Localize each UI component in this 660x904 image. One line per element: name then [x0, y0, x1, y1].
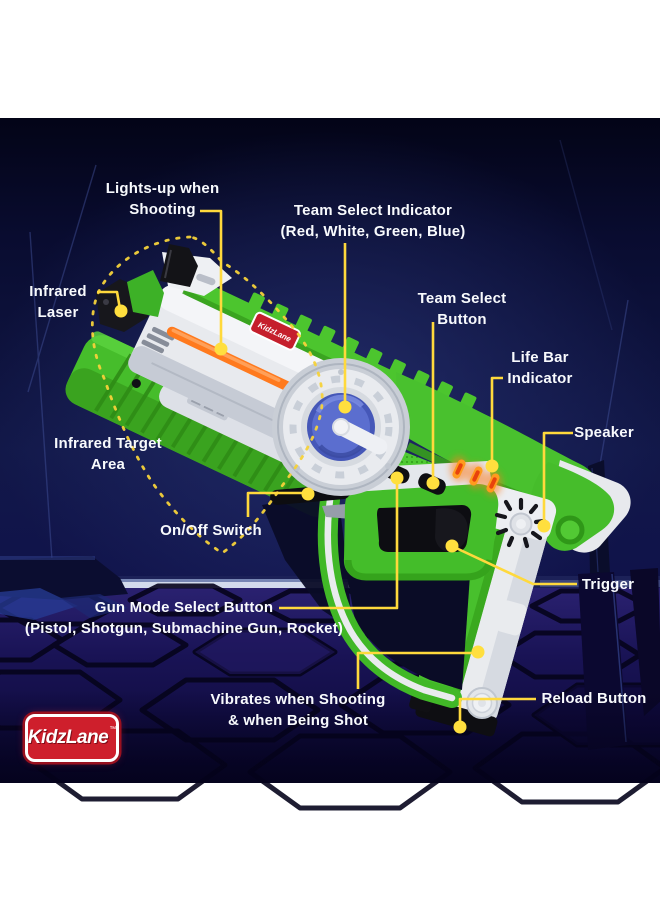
callout-label-line: Team Select Indicator — [293, 202, 453, 219]
callout-label-line: Lights-up when — [105, 180, 220, 197]
callout-infrared-target-area: Infrared Target Area — [24, 433, 192, 475]
light-beam-lines — [27, 139, 629, 561]
leader-lights-up — [200, 209, 223, 347]
rear-bumper — [530, 462, 615, 551]
callout-label-line: Speaker — [574, 424, 634, 441]
trigger-guard — [343, 484, 499, 581]
leader-speaker — [542, 431, 573, 523]
callout-label-line: (Pistol, Shotgun, Submachine Gun, Rocket… — [24, 620, 344, 637]
leader-infrared-laser — [97, 290, 122, 310]
infrared-target-area-outline — [90, 235, 324, 555]
callout-label-line: Shooting — [129, 201, 196, 218]
callout-label-line: Reload Button — [541, 690, 647, 707]
callout-label-line: & when Being Shot — [227, 712, 369, 729]
muzzle-vents — [141, 326, 175, 354]
callout-label-line: Infrared Target — [54, 435, 162, 452]
team-select-dial — [272, 358, 410, 496]
life-bar-leds — [450, 456, 502, 496]
callout-vibrates: Vibrates when Shooting & when Being Shot — [186, 689, 410, 731]
reload-button — [466, 687, 498, 719]
callout-label-line: On/Off Switch — [160, 522, 262, 539]
callout-label-line: Indicator — [507, 370, 573, 387]
leader-onoff — [246, 491, 303, 517]
lower-frame — [317, 490, 462, 708]
lower-frame-gap — [345, 565, 470, 690]
left-structures — [0, 556, 128, 620]
callout-label-line: Vibrates when Shooting — [210, 691, 386, 708]
callout-gun-mode-select-button: Gun Mode Select Button (Pistol, Shotgun,… — [14, 597, 354, 639]
kidzlane-logo-text: KidzLane — [27, 727, 109, 748]
callout-endpoint-dots — [114, 304, 551, 734]
laser-gun-illustration: KidzLane — [65, 244, 631, 737]
trademark-symbol: ™ — [109, 726, 117, 733]
foregrip-screw — [131, 378, 141, 388]
callout-label-line: Life Bar — [511, 349, 569, 366]
callout-label-line: Area — [90, 456, 126, 473]
callout-label-line: (Red, White, Green, Blue) — [280, 223, 466, 240]
callout-infrared-laser: Infrared Laser — [8, 281, 108, 323]
grip-butt — [415, 697, 498, 737]
callout-label-line: Team Select — [417, 290, 507, 307]
callout-team-select-button: Team Select Button — [392, 288, 532, 330]
leader-life-bar — [490, 376, 503, 463]
leader-reload — [458, 697, 536, 724]
trigger — [435, 508, 468, 552]
callout-label-line: Trigger — [581, 576, 635, 593]
leader-vibrates — [356, 651, 474, 689]
callout-label-line: Button — [437, 311, 487, 328]
callout-label-line: Laser — [37, 304, 79, 321]
rear-bumper-button — [555, 515, 585, 545]
callout-reload-button: Reload Button — [524, 688, 660, 709]
leader-trigger — [455, 546, 577, 586]
gun-brand-sticker: KidzLane — [249, 311, 301, 351]
callout-life-bar-indicator: Life Bar Indicator — [471, 347, 609, 389]
callout-onoff-switch: On/Off Switch — [131, 520, 291, 541]
leader-gun-mode — [279, 482, 399, 610]
callout-leader-lines — [97, 209, 577, 724]
callout-speaker: Speaker — [534, 422, 660, 443]
callout-lights-up-when-shooting: Lights-up when Shooting — [70, 178, 255, 220]
callout-label-line: Infrared — [29, 283, 87, 300]
callout-team-select-indicator: Team Select Indicator (Red, White, Green… — [262, 200, 484, 242]
callout-trigger: Trigger — [538, 574, 660, 595]
callout-label-line: Gun Mode Select Button — [94, 599, 274, 616]
